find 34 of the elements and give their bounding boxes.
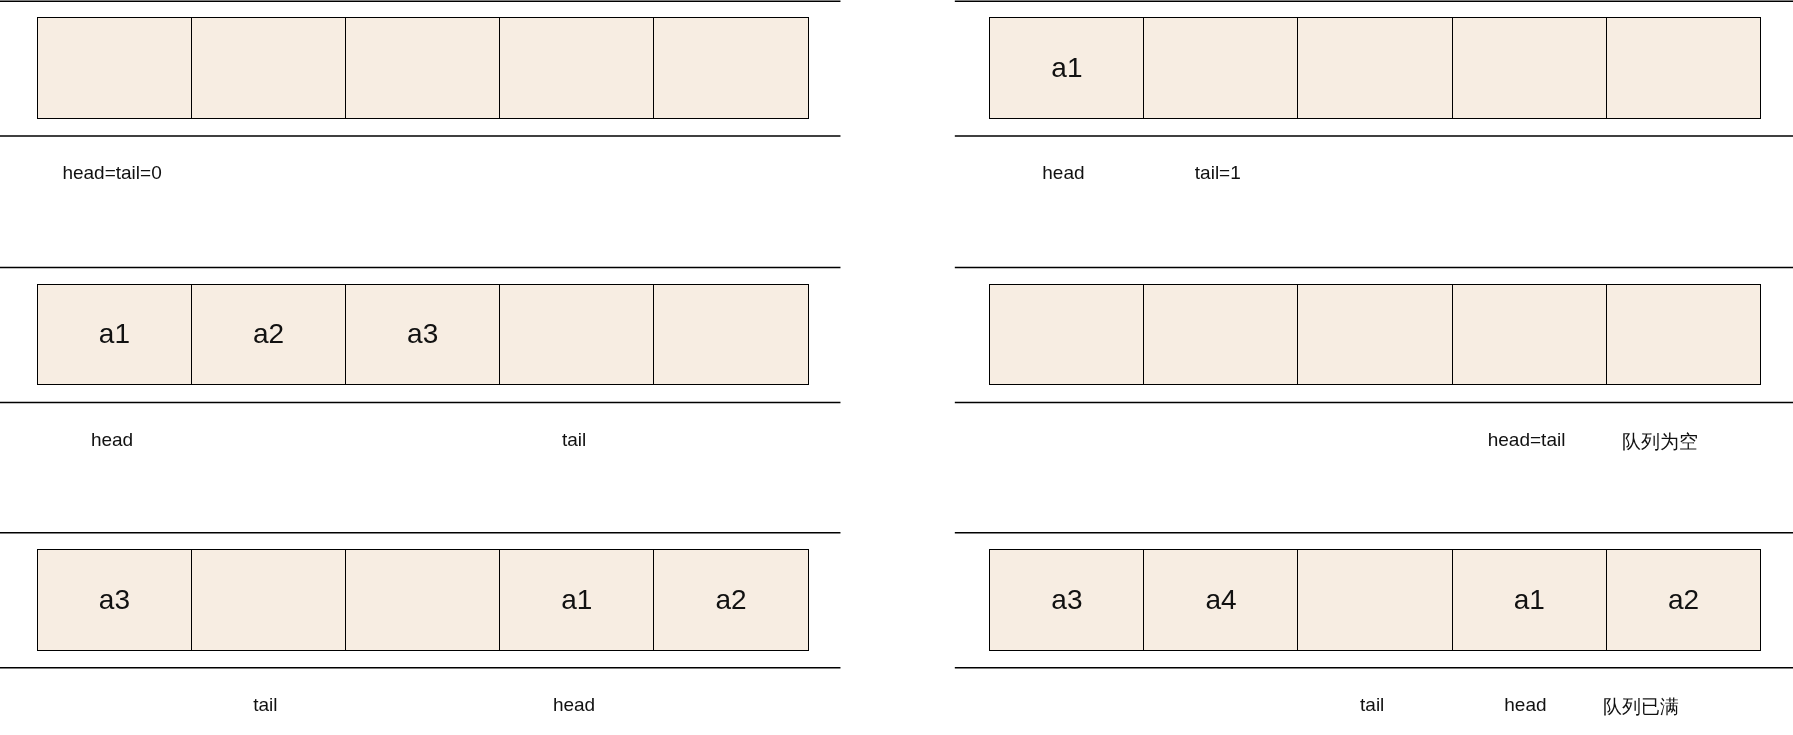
pointer-label: head bbox=[1504, 694, 1547, 717]
pointer-label: head=tail=0 bbox=[62, 162, 162, 185]
pointer-label: tail=1 bbox=[1194, 162, 1241, 185]
pointer-label: tail bbox=[253, 694, 278, 717]
pointer-label: head=tail bbox=[1487, 428, 1566, 451]
queue-slot bbox=[344, 283, 501, 386]
slot-value: a2 bbox=[252, 318, 285, 351]
slot-value: a1 bbox=[561, 583, 593, 616]
queue-slot bbox=[499, 548, 655, 651]
slot-value: a1 bbox=[1051, 52, 1083, 84]
queue-slot bbox=[1143, 548, 1299, 651]
queue-slot bbox=[36, 283, 193, 386]
slot-value: a3 bbox=[407, 318, 439, 351]
slot-value: a3 bbox=[1051, 583, 1083, 616]
queue-slot bbox=[1451, 548, 1608, 651]
queue-slot bbox=[1605, 548, 1762, 651]
queue-slot bbox=[989, 548, 1145, 651]
pointer-label: head bbox=[552, 694, 596, 717]
slot-value: a1 bbox=[1513, 583, 1545, 616]
pointer-label: tail bbox=[1360, 694, 1385, 717]
pointer-label: tail bbox=[561, 428, 587, 451]
slot-value: a4 bbox=[1205, 583, 1237, 616]
pointer-label: head bbox=[1042, 162, 1085, 185]
slot-value: a3 bbox=[98, 583, 130, 616]
queue-slot bbox=[989, 17, 1145, 119]
pointer-label: 队列为空 bbox=[1622, 429, 1699, 454]
slot-value: a1 bbox=[98, 318, 130, 351]
queue-slot bbox=[190, 283, 347, 386]
slot-value: a2 bbox=[715, 583, 747, 616]
slot-value: a2 bbox=[1667, 583, 1700, 616]
pointer-label: head bbox=[90, 428, 134, 451]
pointer-label: 队列已满 bbox=[1602, 695, 1679, 720]
queue-slot bbox=[36, 548, 193, 651]
queue-slot bbox=[653, 548, 809, 651]
